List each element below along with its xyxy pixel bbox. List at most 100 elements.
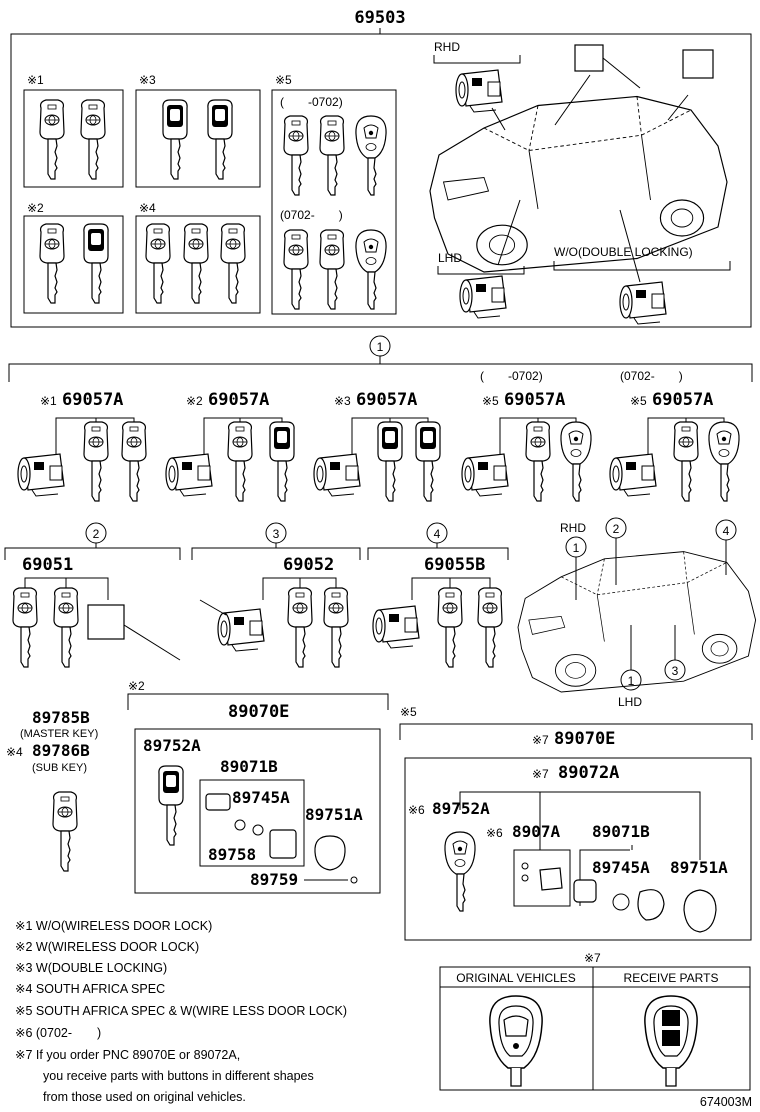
remote-key-icon xyxy=(444,831,476,912)
cylinder-set-2 xyxy=(165,417,295,502)
box-mark3 xyxy=(135,89,261,188)
remote-cover-icon xyxy=(314,835,346,871)
comparison-receive-header: RECEIVE PARTS xyxy=(624,971,719,985)
part-69055B: 69055B xyxy=(424,555,485,575)
top-frame xyxy=(10,33,752,328)
note-1: ※1 W/O(WIRELESS DOOR LOCK) xyxy=(15,919,212,933)
assembly-69055B xyxy=(372,577,503,668)
key-icon xyxy=(162,99,188,180)
period-before-label: ( -0702) xyxy=(280,95,343,109)
box5-part-89751A: 89751A xyxy=(670,858,728,877)
cylinder-set-5 xyxy=(609,417,740,502)
row3-bracket-4 xyxy=(367,543,509,560)
note-7-line2: you receive parts with buttons in differ… xyxy=(43,1069,314,1083)
car-illustration-small xyxy=(517,551,757,693)
box2-bracket xyxy=(127,693,389,710)
box-mark5 xyxy=(271,89,397,315)
box5-main-part: 89070E xyxy=(554,729,615,749)
note-7: ※7 If you order PNC 89070E or 89072A, xyxy=(15,1048,240,1062)
door-lock-cylinder-icon xyxy=(619,281,667,325)
callout-4-text: 4 xyxy=(434,527,441,541)
key-icon xyxy=(220,223,246,304)
set1-prefix: ※1 xyxy=(40,394,57,408)
lhd-bracket xyxy=(437,266,525,275)
set5-period: (0702- ) xyxy=(620,369,683,383)
arrow xyxy=(491,107,506,131)
rhd-bracket xyxy=(433,55,521,64)
box5-main-prefix: ※7 xyxy=(532,733,549,747)
box2-part-89759: 89759 xyxy=(250,870,298,889)
set2-part-number: 69057A xyxy=(208,390,269,410)
part-69051: 69051 xyxy=(22,555,73,575)
set2-prefix: ※2 xyxy=(186,394,203,408)
chip-icon xyxy=(269,829,297,859)
box5-89752A-prefix: ※6 xyxy=(408,803,425,817)
receive-key-illustration xyxy=(644,995,698,1087)
comparison-frame xyxy=(439,966,751,1091)
box5-prefix: ※5 xyxy=(400,705,417,719)
key-icon xyxy=(207,99,233,180)
set4-prefix: ※5 xyxy=(482,394,499,408)
set1-part-number: 69057A xyxy=(62,390,123,410)
key-icon xyxy=(158,765,184,846)
key-icon xyxy=(39,99,65,180)
key-icon xyxy=(83,223,109,304)
arrow xyxy=(497,199,521,266)
box5-frame xyxy=(404,757,752,941)
box-mark2 xyxy=(23,215,124,314)
box2-prefix: ※2 xyxy=(128,679,145,693)
box2-part-89752A: 89752A xyxy=(143,736,201,755)
arrow xyxy=(554,74,591,126)
key-icon xyxy=(319,229,345,310)
transponder-case-icon xyxy=(573,879,597,903)
transponder-case-icon xyxy=(205,793,231,811)
box2-main-part: 89070E xyxy=(228,702,289,722)
mark1-label: ※1 xyxy=(27,73,44,87)
mark2-label: ※2 xyxy=(27,201,44,215)
mark3-label: ※3 xyxy=(139,73,156,87)
cylinder-set-4 xyxy=(461,417,592,502)
callout-3-text: 3 xyxy=(273,527,280,541)
note-2: ※2 W(WIRELESS DOOR LOCK) xyxy=(15,940,199,954)
mark5-label: ※5 xyxy=(275,73,292,87)
assembly-69052 xyxy=(199,577,349,668)
callout-1-text: 1 xyxy=(377,340,384,354)
master-key-label: (MASTER KEY) xyxy=(20,728,98,740)
battery-icon xyxy=(612,893,630,911)
box-mark1 xyxy=(23,89,124,188)
box5-part-89752A: 89752A xyxy=(432,799,490,818)
box2-inner-frame xyxy=(199,779,305,867)
circuit-board-icon xyxy=(521,862,563,891)
car-lhd-label: LHD xyxy=(618,695,642,709)
box-mark4 xyxy=(135,215,261,314)
remote-key-icon xyxy=(355,229,387,310)
sub-key-part: 89786B xyxy=(32,741,90,760)
box2-part-89758: 89758 xyxy=(208,845,256,864)
comparison-grid xyxy=(440,967,750,1090)
part-69052: 69052 xyxy=(283,555,334,575)
mark4-label: ※4 xyxy=(139,201,156,215)
original-key-illustration xyxy=(489,995,543,1087)
master-key-part: 89785B xyxy=(32,708,90,727)
car-callout-3-text: 3 xyxy=(672,664,679,678)
box2-part-89071B: 89071B xyxy=(220,757,278,776)
wo-double-locking-label: W/O(DOUBLE LOCKING) xyxy=(554,245,693,259)
box5-part-89745A: 89745A xyxy=(592,858,650,877)
door-lock-cylinder-icon xyxy=(459,275,507,319)
header-part-number: 69503 xyxy=(354,8,405,28)
key-icon xyxy=(183,223,209,304)
note-3: ※3 W(DOUBLE LOCKING) xyxy=(15,961,167,975)
set5-prefix: ※5 xyxy=(630,394,647,408)
note-6: ※6 (0702- ) xyxy=(15,1026,101,1040)
car-callout-1-text: 1 xyxy=(573,541,580,555)
row3-bracket-2 xyxy=(4,543,181,560)
set5-part-number: 69057A xyxy=(652,390,713,410)
arrow xyxy=(619,209,641,283)
screw-icon xyxy=(350,876,358,884)
o-ring-icon xyxy=(234,819,246,831)
remote-cover-icon xyxy=(683,889,717,933)
set3-prefix: ※3 xyxy=(334,394,351,408)
key-icon xyxy=(80,99,106,180)
box5-8907A-prefix: ※6 xyxy=(486,826,503,840)
